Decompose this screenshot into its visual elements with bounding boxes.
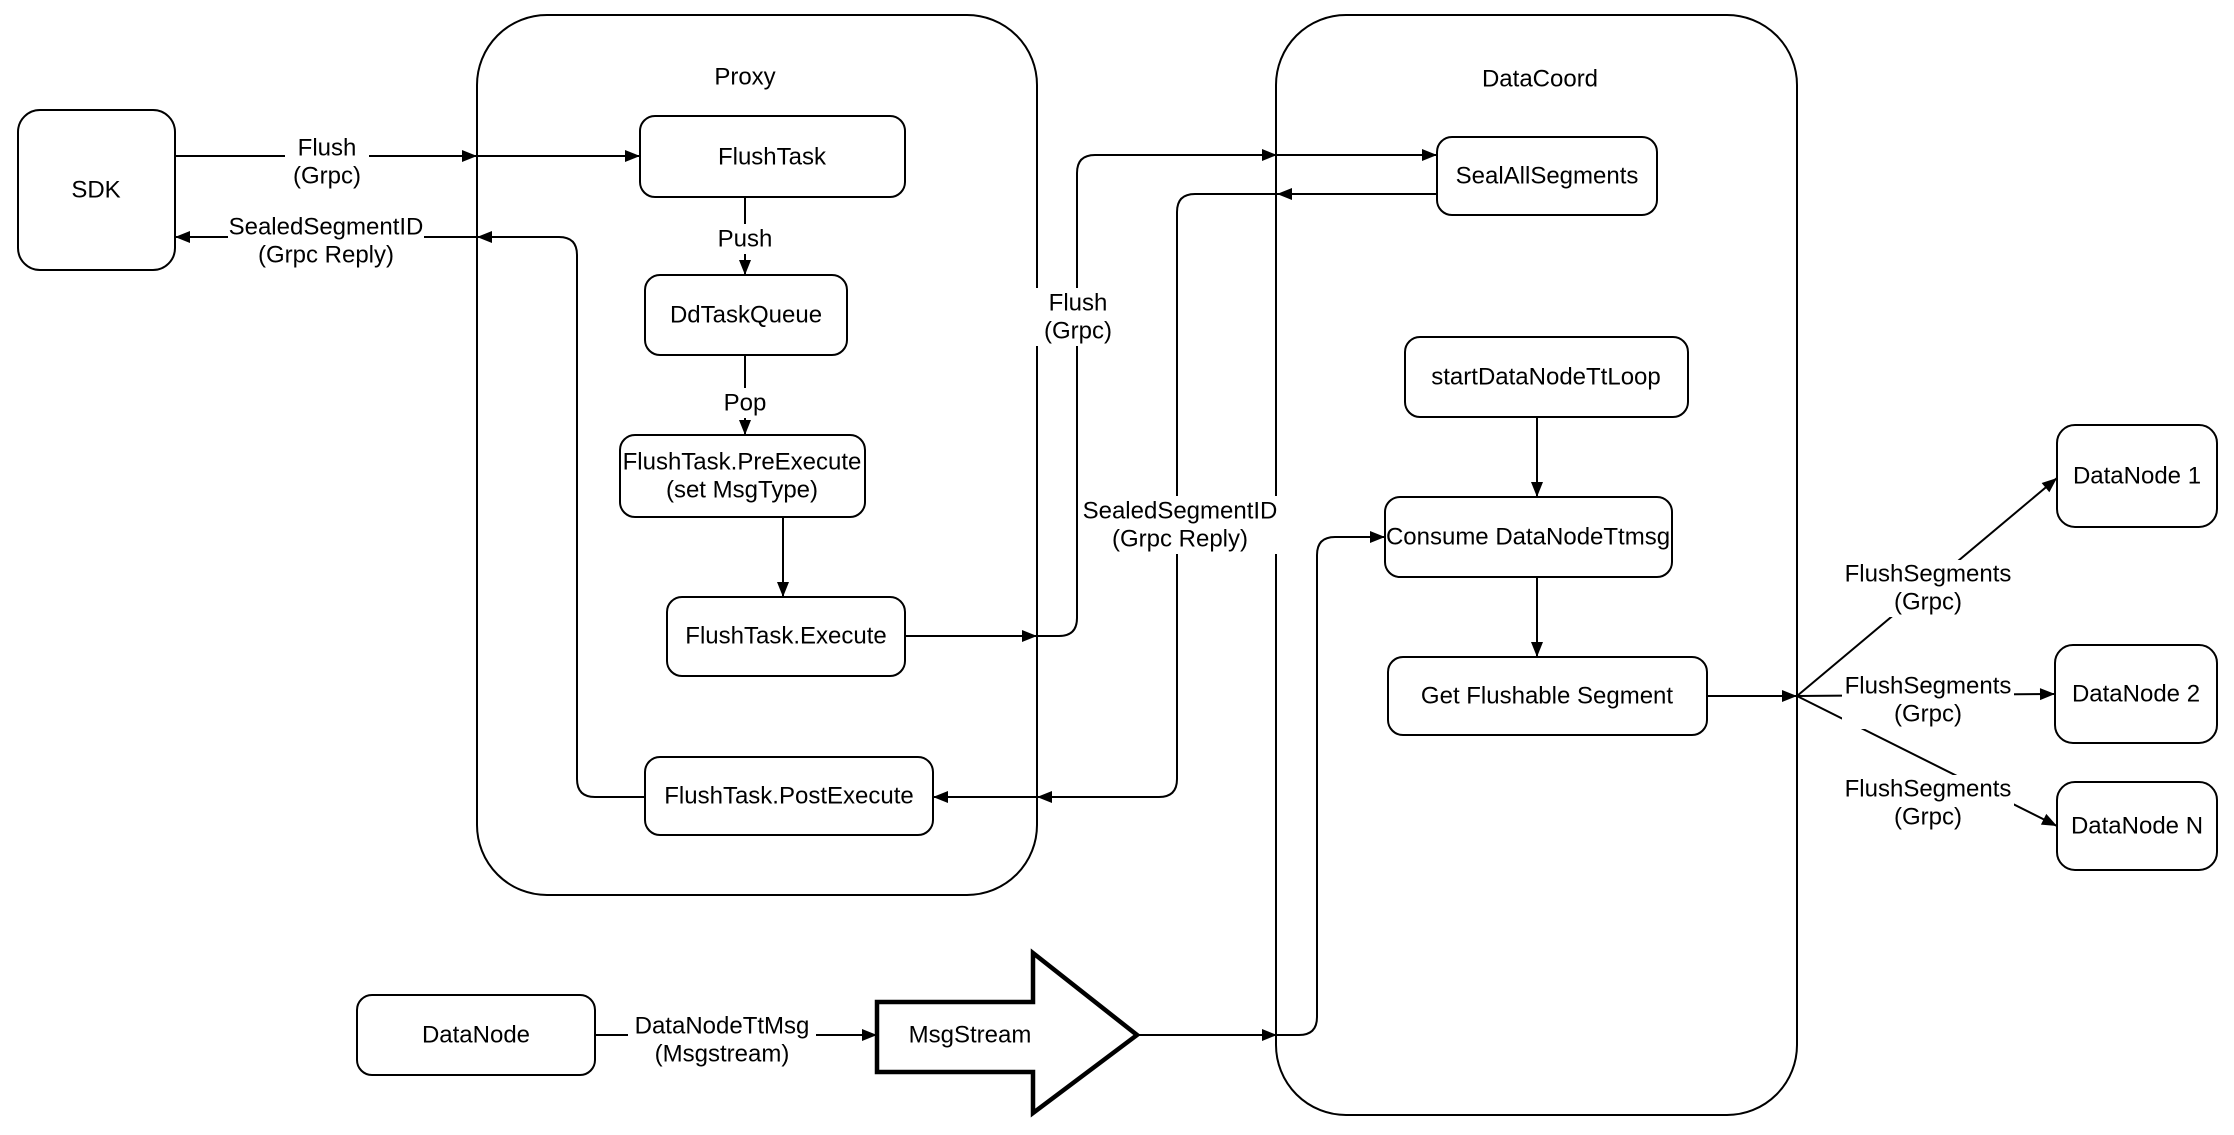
node-execute-label: FlushTask.Execute — [685, 623, 886, 650]
node-execute — [666, 596, 906, 677]
proxy-container-label: Proxy — [714, 64, 775, 91]
edge-label-reply-to-sdk: SealedSegmentID (Grpc Reply) — [228, 212, 424, 270]
edge-label-flushsegments-2-line2: (Grpc) — [1894, 701, 1962, 728]
edge-label-push: Push — [712, 224, 778, 254]
edge-msgstream-to-consume — [1277, 531, 1385, 1036]
edge-label-proxy-flush: Flush (Grpc) — [1036, 288, 1120, 346]
datacoord-container — [1275, 14, 1798, 1116]
edge-label-reply-to-proxy-line2: (Grpc Reply) — [1112, 526, 1248, 553]
edge-label-reply-to-sdk-line1: SealedSegmentID — [229, 214, 424, 241]
edge-label-flushsegments-3-line1: FlushSegments — [1845, 776, 2012, 803]
node-sdk-label: SDK — [71, 177, 120, 204]
edge-label-pop: Pop — [718, 388, 772, 418]
node-flushtask-label: FlushTask — [718, 144, 827, 171]
node-ddtaskqueue-label: DdTaskQueue — [670, 302, 822, 329]
node-getflushablesegment — [1387, 656, 1708, 736]
edge-label-flushsegments-1-line1: FlushSegments — [1845, 561, 2012, 588]
node-preexecute-label: FlushTask.PreExecute — [623, 449, 862, 476]
edge-label-datanode-ttmsg-line2: (Msgstream) — [655, 1041, 790, 1068]
node-datanode1-label: DataNode 1 — [2073, 463, 2201, 490]
node-postexecute — [644, 756, 934, 836]
node-msgstream — [874, 948, 1141, 1118]
edge-label-flushsegments-3: FlushSegments (Grpc) — [1842, 775, 2014, 832]
node-postexecute-label: FlushTask.PostExecute — [664, 783, 913, 810]
edge-postexecute-out — [477, 231, 645, 798]
edge-label-sdk-flush-line1: Flush — [298, 135, 357, 162]
edge-reply-to-proxy — [1037, 193, 1277, 803]
proxy-container — [476, 14, 1038, 896]
edge-label-flushsegments-2: FlushSegments (Grpc) — [1842, 672, 2014, 729]
node-preexecute-label2: (set MsgType) — [666, 477, 818, 504]
node-datanoden — [2056, 781, 2218, 871]
edge-label-datanode-ttmsg-line1: DataNodeTtMsg — [635, 1013, 810, 1040]
node-getflushablesegment-label: Get Flushable Segment — [1421, 683, 1673, 710]
edge-label-sdk-flush-line2: (Grpc) — [293, 163, 361, 190]
node-datanode-source — [356, 994, 596, 1076]
node-datanode1 — [2056, 424, 2218, 528]
edge-flush-to-datacoord — [1037, 149, 1277, 637]
node-consume-datanodettmsg — [1384, 496, 1673, 578]
node-datanode2-label: DataNode 2 — [2072, 681, 2200, 708]
node-flushtask — [639, 115, 906, 198]
node-consume-datanodettmsg-label: Consume DataNodeTtmsg — [1386, 524, 1670, 551]
node-sealallsegments — [1436, 136, 1658, 216]
edge-label-reply-to-proxy: SealedSegmentID (Grpc Reply) — [1082, 496, 1278, 554]
node-datanode-source-label: DataNode — [422, 1022, 530, 1049]
edge-label-flushsegments-1-line2: (Grpc) — [1894, 589, 1962, 616]
edge-label-flushsegments-1: FlushSegments (Grpc) — [1842, 560, 2014, 617]
edge-label-flushsegments-3-line2: (Grpc) — [1894, 804, 1962, 831]
edge-label-flushsegments-2-line1: FlushSegments — [1845, 673, 2012, 700]
node-preexecute — [619, 434, 866, 518]
node-datanoden-label: DataNode N — [2071, 813, 2203, 840]
edge-label-push-line1: Push — [718, 226, 773, 253]
datacoord-container-label: DataCoord — [1482, 66, 1598, 93]
node-msgstream-label: MsgStream — [909, 1022, 1032, 1049]
edge-label-sdk-flush: Flush (Grpc) — [285, 127, 369, 190]
node-sealallsegments-label: SealAllSegments — [1456, 163, 1639, 190]
edge-label-reply-to-sdk-line2: (Grpc Reply) — [258, 242, 394, 269]
node-startdatanodettloop-label: startDataNodeTtLoop — [1431, 364, 1660, 391]
edge-label-proxy-flush-line2: (Grpc) — [1044, 318, 1112, 345]
edge-label-datanode-ttmsg: DataNodeTtMsg (Msgstream) — [628, 1012, 816, 1070]
node-datanode2 — [2054, 644, 2218, 744]
node-startdatanodettloop — [1404, 336, 1689, 418]
edge-label-reply-to-proxy-line1: SealedSegmentID — [1083, 498, 1278, 525]
node-ddtaskqueue — [644, 274, 848, 356]
node-sdk — [17, 109, 176, 271]
edge-label-proxy-flush-line1: Flush — [1049, 290, 1108, 317]
edge-label-pop-line1: Pop — [724, 390, 767, 417]
